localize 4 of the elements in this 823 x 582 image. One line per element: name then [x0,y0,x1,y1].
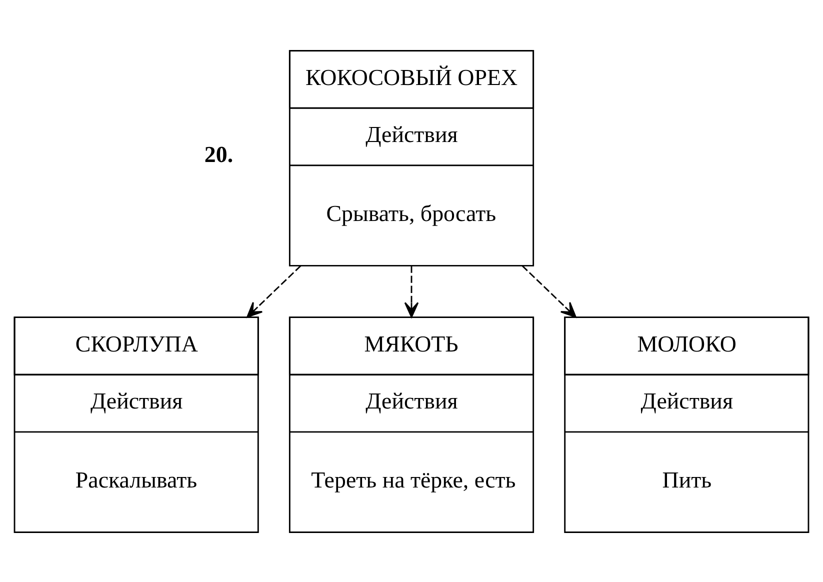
arrow [522,264,576,318]
arrow [246,264,302,318]
arrow [404,265,419,318]
label: 20. [204,142,234,167]
